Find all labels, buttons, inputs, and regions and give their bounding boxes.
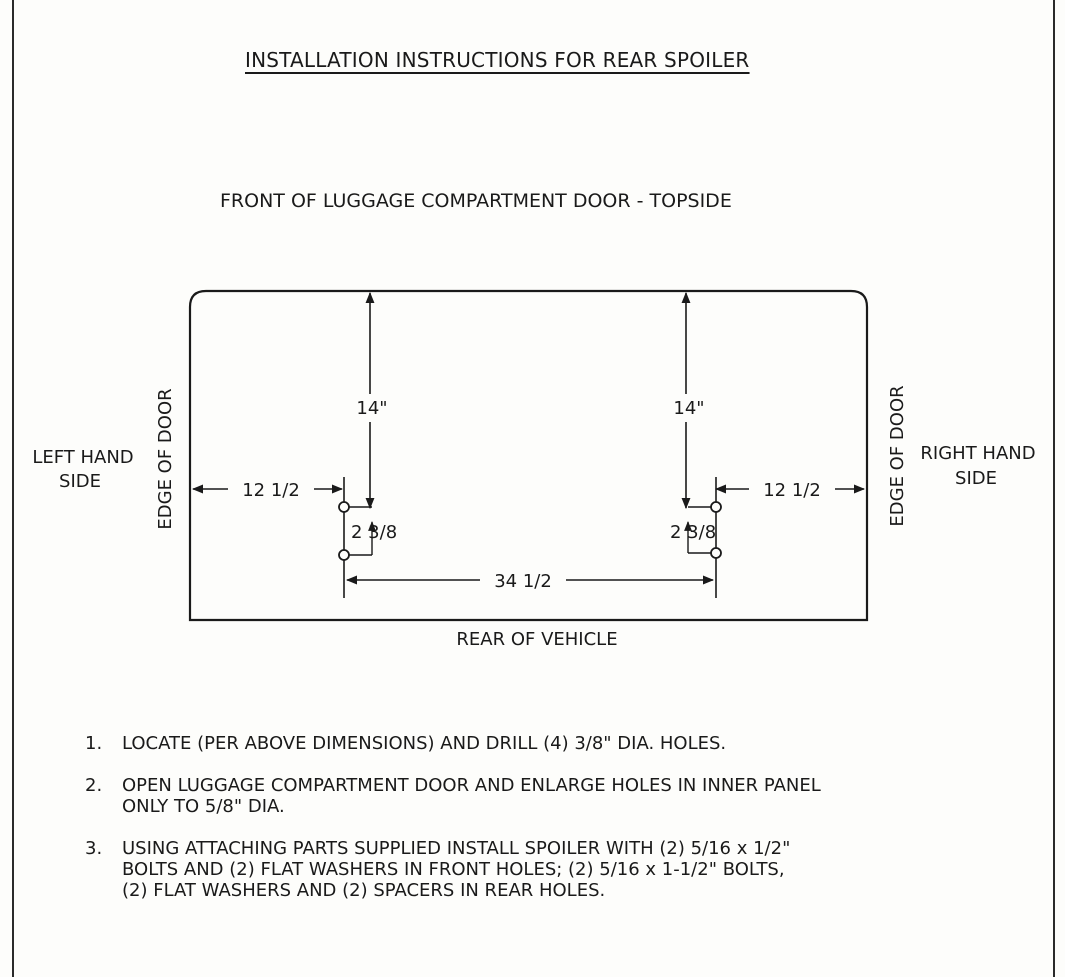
right-edge-of-door-label: EDGE OF DOOR: [887, 385, 908, 526]
door-outline: [188, 289, 869, 622]
page-border-left: [12, 0, 14, 977]
left-rear-hole: [338, 549, 350, 561]
instruction-step: 3. USING ATTACHING PARTS SUPPLIED INSTAL…: [85, 838, 1045, 901]
left-edge-of-door-label: EDGE OF DOOR: [155, 388, 176, 529]
instruction-step: 1. LOCATE (PER ABOVE DIMENSIONS) AND DRI…: [85, 733, 1045, 754]
step-number: 3.: [85, 838, 103, 859]
right-hand-side-label-line1: RIGHT HAND: [920, 443, 1035, 464]
step-text: LOCATE (PER ABOVE DIMENSIONS) AND DRILL …: [122, 733, 727, 754]
right-hand-side-label-line2: SIDE: [955, 468, 997, 489]
rear-of-vehicle-label: REAR OF VEHICLE: [456, 629, 617, 650]
right-front-dimension-label: 14": [673, 398, 704, 419]
instruction-step: 2. OPEN LUGGAGE COMPARTMENT DOOR AND ENL…: [85, 775, 1045, 817]
left-front-hole: [338, 501, 350, 513]
diagram-subtitle: FRONT OF LUGGAGE COMPARTMENT DOOR - TOPS…: [220, 190, 732, 212]
spoiler-hole-diagram: 14" 14" 12 1/2 12 1/2 2 3/8 2 3/8 34 1/2…: [32, 289, 1036, 650]
page-border-right: [1053, 0, 1055, 977]
step-text: OPEN LUGGAGE COMPARTMENT DOOR AND ENLARG…: [122, 775, 821, 817]
step-number: 2.: [85, 775, 103, 796]
left-front-dimension-label: 14": [356, 398, 387, 419]
step-text: USING ATTACHING PARTS SUPPLIED INSTALL S…: [122, 838, 791, 901]
left-side-dimension-label: 12 1/2: [242, 480, 300, 501]
right-rear-hole: [710, 547, 722, 559]
left-hole-spacing-label: 2 3/8: [351, 522, 397, 543]
right-side-dimension-label: 12 1/2: [763, 480, 821, 501]
left-hand-side-label-line2: SIDE: [59, 471, 101, 492]
between-holes-dimension-label: 34 1/2: [494, 571, 552, 592]
right-hole-spacing-label: 2 3/8: [670, 522, 716, 543]
page-title: INSTALLATION INSTRUCTIONS FOR REAR SPOIL…: [245, 48, 750, 72]
right-front-hole: [710, 501, 722, 513]
step-number: 1.: [85, 733, 103, 754]
instruction-steps: 1. LOCATE (PER ABOVE DIMENSIONS) AND DRI…: [85, 733, 1045, 922]
left-hand-side-label-line1: LEFT HAND: [32, 447, 133, 468]
